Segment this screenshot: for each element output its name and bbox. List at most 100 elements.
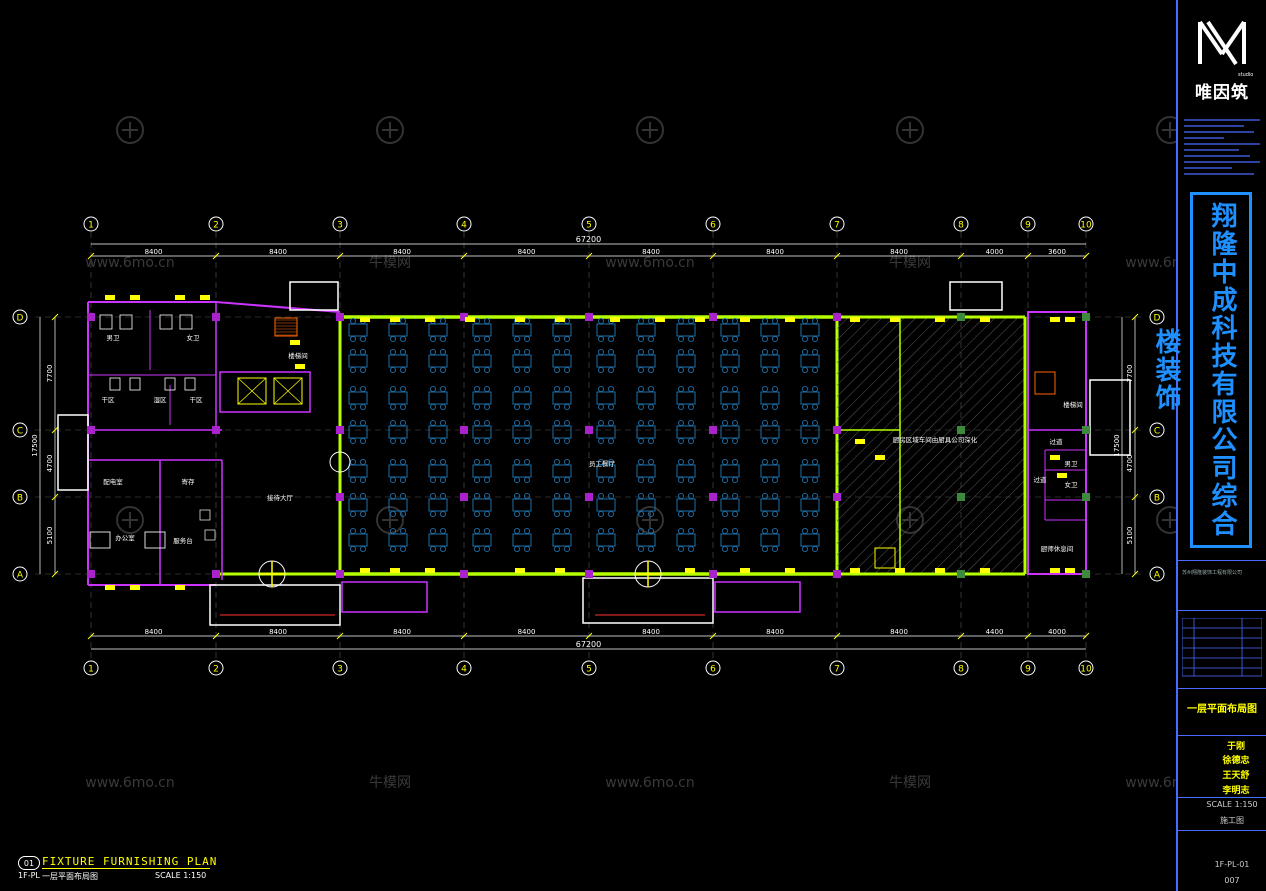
washbasin (129, 377, 141, 391)
structural-column (212, 426, 220, 434)
watermark-text: 牛模网 (889, 255, 931, 271)
dining-chair (359, 437, 367, 445)
dining-table (800, 498, 820, 512)
dining-chair (563, 510, 571, 518)
dimension-label: 8400 (766, 628, 784, 636)
dining-chair (597, 476, 605, 484)
dining-table (388, 533, 408, 547)
structural-column (585, 493, 593, 501)
dining-chair (399, 458, 407, 466)
dimension-tick (51, 493, 59, 501)
dining-table (676, 533, 696, 547)
east-entrance (1089, 379, 1131, 456)
dining-table (428, 464, 448, 478)
dining-chair (607, 458, 615, 466)
dining-chair (473, 366, 481, 374)
room-label: 厨房区域车间由厨具公司深化 (893, 435, 978, 444)
grid-bubble (12, 422, 28, 438)
dining-chair (523, 458, 531, 466)
dining-chair (761, 545, 769, 553)
grid-bubble (456, 660, 472, 676)
dining-chair (811, 527, 819, 535)
structural-column (1082, 493, 1090, 501)
dining-chair (637, 492, 645, 500)
dining-chair (811, 317, 819, 325)
dining-chair (349, 419, 357, 427)
divider (1178, 560, 1266, 561)
dining-chair (389, 437, 397, 445)
dining-chair (721, 419, 729, 427)
dining-table (348, 464, 368, 478)
dining-chair (483, 403, 491, 411)
dining-chair (553, 492, 561, 500)
structural-column (87, 570, 95, 578)
dining-chair (439, 348, 447, 356)
dining-table (348, 498, 368, 512)
dining-chair (553, 437, 561, 445)
dining-chair (761, 366, 769, 374)
dining-table (512, 425, 532, 439)
dining-chair (677, 527, 685, 535)
dining-table (552, 425, 572, 439)
plan-number: 01 (18, 856, 40, 870)
dining-chair (359, 510, 367, 518)
dining-chair (439, 403, 447, 411)
dining-chair (399, 335, 407, 343)
dimension-label: 4000 (986, 248, 1004, 256)
dining-chair (677, 492, 685, 500)
dining-chair (389, 366, 397, 374)
light-fixture (850, 568, 860, 573)
dining-chair (721, 492, 729, 500)
project-name: 翔隆中成科技有限公司综合楼装饰 (1151, 202, 1237, 538)
dining-chair (637, 366, 645, 374)
light-fixture (850, 317, 860, 322)
dining-chair (801, 437, 809, 445)
dining-chair (687, 385, 695, 393)
grid-bubble-label: 5 (586, 665, 592, 675)
structural-column (709, 426, 717, 434)
dining-chair (389, 419, 397, 427)
light-fixture (610, 317, 620, 322)
structural-column (336, 426, 344, 434)
grid-bubble-label: 1 (88, 221, 94, 231)
dimension-label: 8400 (766, 248, 784, 256)
dining-table (636, 464, 656, 478)
dining-chair (513, 476, 521, 484)
dining-chair (771, 419, 779, 427)
dining-chair (677, 366, 685, 374)
dining-chair (637, 545, 645, 553)
dining-chair (687, 510, 695, 518)
dining-chair (687, 492, 695, 500)
dining-chair (721, 385, 729, 393)
dining-chair (811, 419, 819, 427)
dining-table (472, 391, 492, 405)
dining-chair (553, 348, 561, 356)
dining-chair (687, 419, 695, 427)
dining-table (512, 498, 532, 512)
dimension-tick (212, 252, 220, 260)
grid-bubble-label: D (17, 314, 24, 324)
structural-column (709, 313, 717, 321)
light-fixture (515, 568, 525, 573)
dining-table (800, 354, 820, 368)
dining-chair (359, 419, 367, 427)
dimension-label: 5100 (1126, 527, 1134, 545)
watermark-text: 牛模网 (889, 775, 931, 791)
grid-bubble-label: 2 (213, 221, 219, 231)
dining-chair (761, 437, 769, 445)
dining-chair (761, 348, 769, 356)
dining-chair (801, 510, 809, 518)
dining-chair (771, 476, 779, 484)
dining-chair (483, 385, 491, 393)
structural-column (336, 570, 344, 578)
dining-chair (349, 527, 357, 535)
dining-chair (483, 335, 491, 343)
dining-table (472, 533, 492, 547)
watermark-text: www.6mo.cn (605, 775, 694, 791)
dining-chair (677, 545, 685, 553)
dimension-label: 8400 (393, 628, 411, 636)
light-fixture (895, 568, 905, 573)
dining-table (552, 391, 572, 405)
grid-bubble (332, 660, 348, 676)
